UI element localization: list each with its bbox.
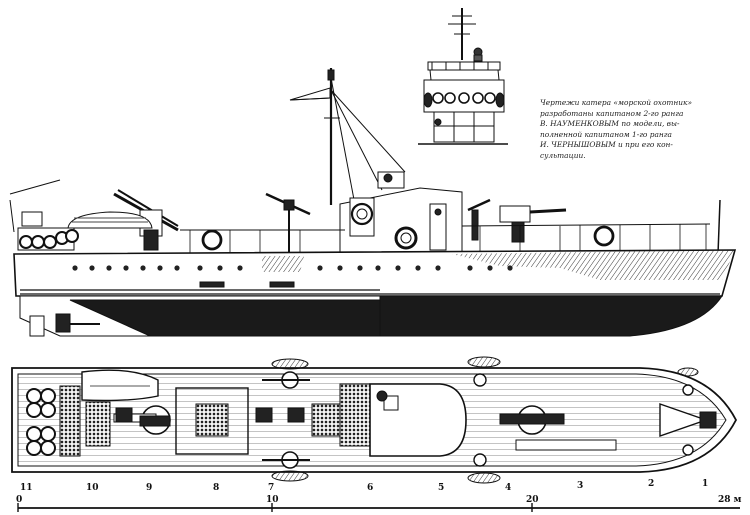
plan-view — [11, 356, 738, 484]
frame-numbers: 11 10 9 8 7 6 5 4 3 2 1 — [20, 479, 708, 493]
frame-11: 11 — [20, 483, 33, 493]
caption-line: сультации. — [540, 150, 586, 160]
frame-7: 7 — [268, 483, 274, 493]
caption-line: И. ЧЕРНЫШОВЫМ и при его кон- — [540, 140, 673, 150]
frame-2: 2 — [648, 479, 654, 489]
caption-line: полненной капитаном 1-го ранга — [540, 129, 672, 139]
frame-1: 1 — [702, 479, 708, 489]
scale-bar: 0 10 20 28 м — [16, 495, 742, 512]
scale-twenty: 20 — [526, 495, 539, 505]
frame-3: 3 — [577, 481, 583, 491]
bridge-front-view — [418, 8, 508, 145]
scale-ten: 10 — [266, 495, 279, 505]
frame-5: 5 — [438, 483, 444, 493]
side-profile — [9, 68, 737, 337]
scale-end: 28 м — [718, 495, 742, 505]
frame-9: 9 — [146, 483, 152, 493]
drawing-caption: Чертежи катера «морской охотник» разрабо… — [540, 98, 740, 162]
caption-line: В. НАУМЕНКОВЫМ по модели, вы- — [540, 119, 680, 129]
frame-8: 8 — [213, 483, 219, 493]
caption-line: Чертежи катера «морской охотник» — [540, 98, 692, 107]
frame-4: 4 — [505, 483, 511, 493]
frame-10: 10 — [86, 483, 99, 493]
scale-zero: 0 — [16, 495, 22, 505]
caption-line: разработаны капитаном 2-го ранга — [540, 108, 684, 118]
frame-6: 6 — [367, 483, 373, 493]
